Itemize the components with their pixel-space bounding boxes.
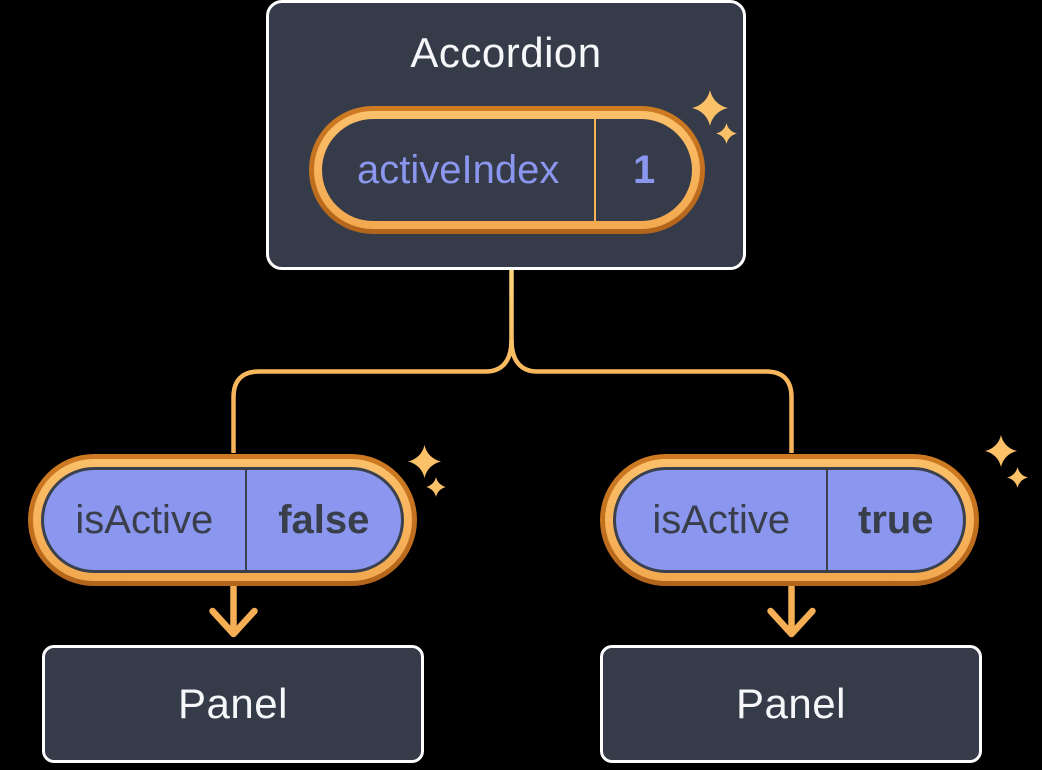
sparkle-icon [692, 90, 728, 126]
prop-pill-right-ring: isActive true [605, 459, 974, 581]
state-pill: activeIndex 1 [309, 106, 705, 234]
sparkle-icon [1007, 467, 1028, 488]
sparkle-icon [408, 445, 441, 478]
accordion-box: Accordion activeIndex 1 [266, 0, 746, 270]
panel-box-left: Panel [42, 645, 424, 763]
arrow-down-icon-right [767, 583, 816, 638]
panel-label: Panel [178, 680, 288, 727]
prop-value: true [826, 470, 963, 570]
sparkle-icon [426, 477, 446, 497]
panel-box-right: Panel [600, 645, 982, 763]
prop-name: isActive [652, 497, 791, 542]
prop-name: isActive [75, 497, 214, 542]
prop-value: false [244, 470, 401, 570]
state-value: 1 [594, 119, 692, 221]
prop-pill-right: isActive true [600, 454, 979, 586]
prop-pill-left: isActive false [28, 454, 417, 586]
panel-label: Panel [736, 680, 846, 727]
tree-branch-lines [231, 268, 794, 453]
accordion-title: Accordion [410, 29, 602, 76]
state-name: activeIndex [356, 147, 560, 192]
arrow-down-icon-left [209, 583, 258, 638]
state-pill-ring: activeIndex 1 [314, 111, 700, 229]
sparkle-icon [716, 123, 737, 144]
sparkle-icon [985, 435, 1017, 467]
prop-pill-left-ring: isActive false [33, 459, 412, 581]
